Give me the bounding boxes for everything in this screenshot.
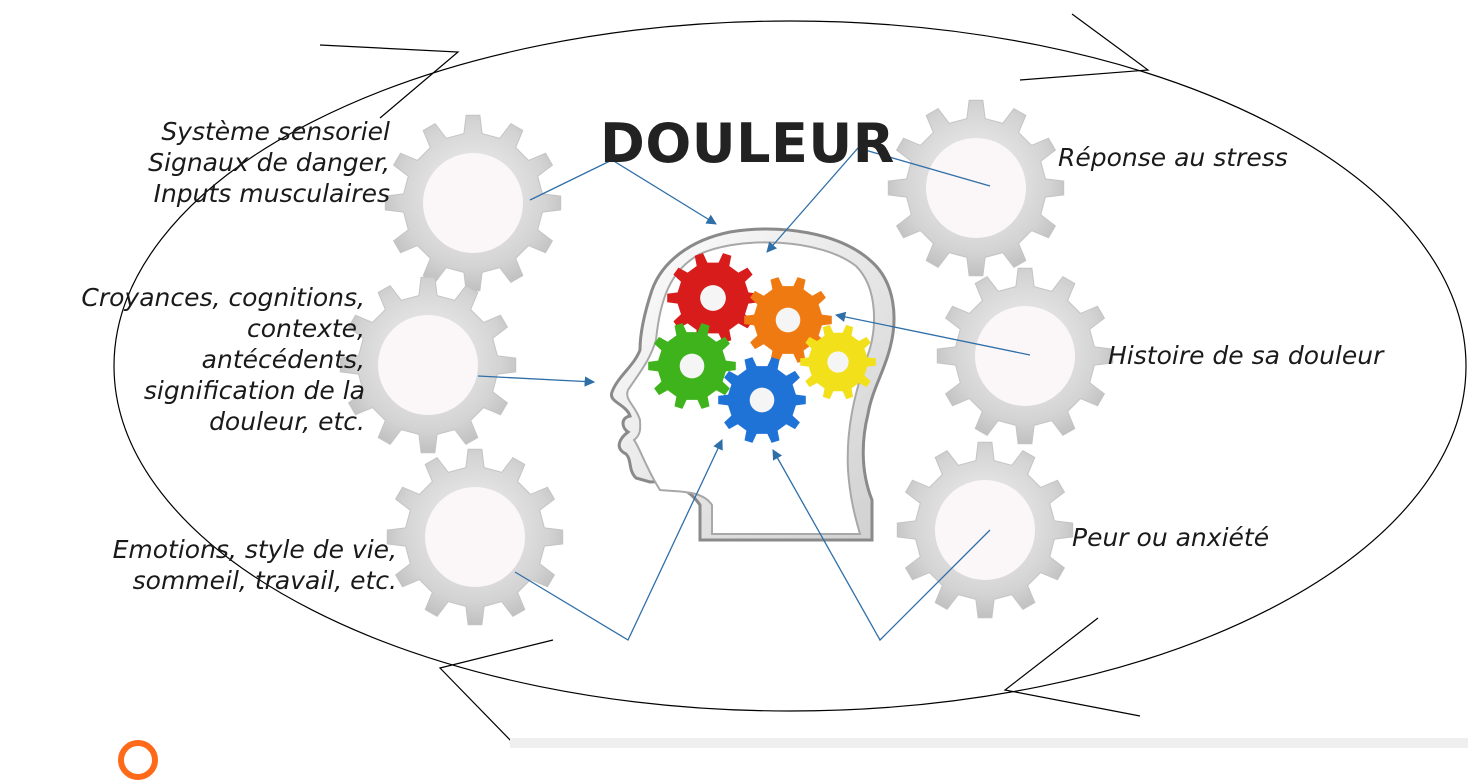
label-sensory: Système sensoriel Signaux de danger, Inp… — [148, 116, 390, 209]
gear-icon-beliefs — [339, 276, 517, 454]
cycle-ellipse — [113, 20, 1467, 712]
diagram-canvas — [113, 13, 1467, 745]
gear-icon-fear — [896, 441, 1074, 619]
label-emotions-line-1: Emotions, style de vie, — [112, 535, 397, 564]
gear-icon-sensory — [384, 114, 562, 292]
label-history: Histoire de sa douleur — [1108, 341, 1384, 370]
label-emotions-line-2: sommeil, travail, etc. — [132, 566, 397, 595]
label-sensory-line-1: Système sensoriel — [161, 117, 390, 146]
footer-logo-icon — [118, 740, 158, 780]
label-fear: Peur ou anxiété — [1072, 523, 1270, 552]
label-stress: Réponse au stress — [1058, 143, 1288, 172]
label-beliefs: Croyances, cognitions, contexte, antécéd… — [81, 282, 365, 437]
footer-bar — [510, 738, 1468, 748]
gear-icon-stress — [887, 99, 1065, 277]
label-beliefs-line-5: douleur, etc. — [209, 407, 365, 436]
cycle-arrow-icon — [319, 13, 1150, 745]
gear-icon-emotions — [386, 448, 564, 626]
label-beliefs-line-2: contexte, — [247, 314, 365, 343]
label-beliefs-line-1: Croyances, cognitions, — [81, 283, 365, 312]
label-beliefs-line-3: antécédents, — [201, 345, 365, 374]
gear-icon-history — [936, 267, 1114, 445]
brain-gear-group — [648, 253, 876, 443]
brain-gear-red-icon — [667, 253, 759, 343]
brain-gear-yellow-icon — [800, 324, 876, 400]
label-sensory-line-3: Inputs musculaires — [153, 179, 390, 208]
brain-gear-green-icon — [648, 323, 736, 409]
page-title: DOULEUR — [600, 112, 895, 175]
gear-group — [339, 99, 1114, 626]
connector-lines — [477, 147, 1031, 642]
brain-gear-blue-icon — [718, 357, 806, 443]
label-emotions: Emotions, style de vie, sommeil, travail… — [113, 534, 397, 596]
label-beliefs-line-4: signification de la — [143, 376, 365, 405]
label-sensory-line-2: Signaux de danger, — [148, 148, 390, 177]
